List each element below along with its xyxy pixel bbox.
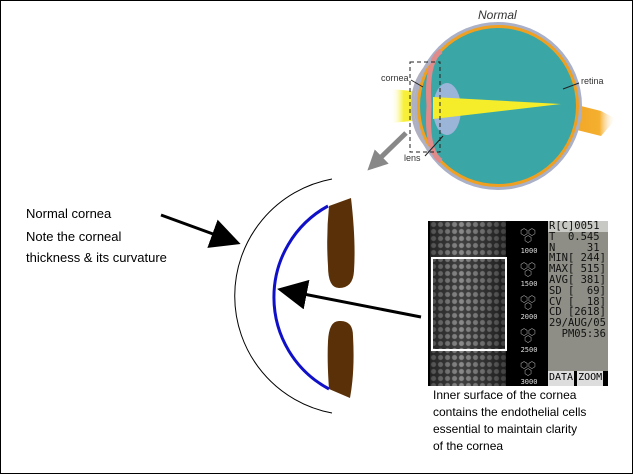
- label-cornea: cornea: [381, 73, 409, 83]
- caption-line: essential to maintain clarity: [433, 422, 578, 436]
- arrow-to-endothelium: [277, 279, 422, 319]
- eye-illustration: [367, 22, 616, 190]
- caption-line: Inner surface of the cornea: [433, 388, 577, 402]
- hex-icon: ⬡⬡⬡: [520, 261, 536, 278]
- readout-line: CV [ 18]: [549, 295, 606, 308]
- scale-label: 3000: [520, 378, 538, 386]
- readout-line: 29/AUG/05: [549, 317, 606, 330]
- scale-label: 1000: [520, 247, 538, 255]
- iris-top: [327, 198, 355, 288]
- iris-bottom: [327, 320, 354, 398]
- readout-line: MAX[ 515]: [549, 263, 606, 276]
- cell-density-scale: ⬡⬡⬡ 1000 ⬡⬡⬡ 1500 ⬡⬡⬡ 2000 ⬡⬡⬡ 2500 ⬡⬡⬡ …: [508, 221, 548, 387]
- specular-micrograph: ⬡⬡⬡ 1000 ⬡⬡⬡ 1500 ⬡⬡⬡ 2000 ⬡⬡⬡ 2500 ⬡⬡⬡ …: [428, 221, 608, 386]
- endothelium-arc: [272, 204, 330, 391]
- readout-line: AVG[ 381]: [549, 273, 606, 286]
- readout-buttons: DATA ZOOM: [548, 371, 608, 386]
- eye-title: Normal: [478, 8, 517, 22]
- selection-box: [431, 257, 507, 351]
- hex-icon: ⬡⬡⬡: [520, 294, 536, 311]
- note-line-2: thickness & its curvature: [26, 250, 167, 265]
- hex-icon: ⬡⬡⬡: [520, 327, 536, 344]
- readout-line: MIN[ 244]: [549, 252, 606, 265]
- zoom-button: ZOOM: [577, 371, 604, 386]
- caption-line: of the cornea: [433, 439, 504, 453]
- note-line-1: Note the corneal: [26, 229, 122, 244]
- scale-label: 1500: [520, 280, 538, 288]
- readout-panel: R[C]0051 T 0.545 N 31 MIN[ 244] MAX[ 515…: [548, 221, 608, 386]
- hex-icon: ⬡⬡⬡: [520, 360, 536, 377]
- caption-line: contains the endothelial cells: [433, 405, 587, 419]
- scale-label: 2000: [520, 313, 538, 321]
- readout-line: T 0.545: [549, 230, 600, 243]
- label-retina: retina: [581, 76, 604, 86]
- readout-line: SD [ 69]: [549, 284, 606, 297]
- micrograph-caption: Inner surface of the cornea contains the…: [433, 387, 586, 455]
- readout-line: N 31: [549, 241, 600, 254]
- scale-label: 2500: [520, 346, 538, 354]
- outer-cornea-arc: [234, 178, 333, 414]
- hex-icon: ⬡⬡⬡: [520, 227, 536, 244]
- normal-cornea-label: Normal cornea: [26, 206, 112, 221]
- endothelial-cell-image: [430, 221, 506, 386]
- readout-line: CD [2618]: [549, 306, 606, 319]
- data-button: DATA: [548, 371, 575, 386]
- readout-line: PM05:36: [549, 327, 606, 340]
- readout-line: R[C]0051: [548, 221, 608, 232]
- arrow-to-cornea: [160, 213, 241, 248]
- label-lens: lens: [404, 153, 421, 163]
